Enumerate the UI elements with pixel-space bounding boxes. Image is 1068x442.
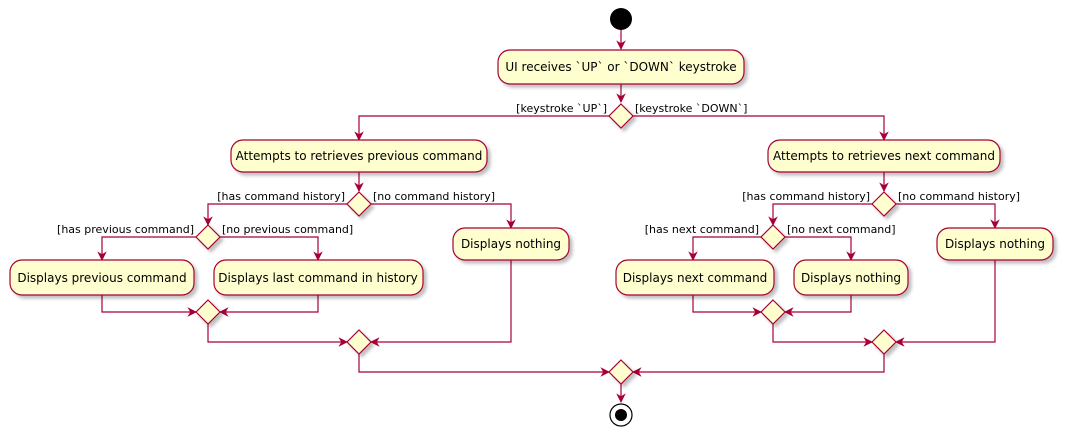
end-node <box>609 403 633 427</box>
edge-has-prev <box>97 236 196 261</box>
guard-up: [keystroke `UP`] <box>516 102 607 115</box>
activity-display-last-label: Displays last command in history <box>218 271 418 285</box>
edge-up-branch <box>354 115 609 141</box>
edge-inner-merge-outer <box>207 324 348 347</box>
activity-left-nothing-label: Displays nothing <box>461 237 561 251</box>
edge-right-nothing-merge <box>895 260 996 347</box>
guard-has-prev: [has previous command] <box>57 223 194 236</box>
diamonds <box>195 103 897 385</box>
edge-no-prev <box>220 236 323 261</box>
guard-down: [keystroke `DOWN`] <box>635 102 747 115</box>
guard-no-prev: [no previous command] <box>222 223 353 236</box>
activity-prev-attempt-label: Attempts to retrieves previous command <box>236 149 483 163</box>
guard-right-no-history: [no command history] <box>898 190 1020 203</box>
activity-receive: UI receives `UP` or `DOWN` keystroke <box>497 49 745 85</box>
decision-prev-command <box>195 224 221 250</box>
edge-right-no-history <box>896 203 1000 229</box>
merge-right-inner <box>760 299 786 325</box>
edge-right-nothing-inner-merge <box>784 295 852 317</box>
guard-right-has-history: [has command history] <box>742 190 870 203</box>
activity-prev-attempt: Attempts to retrieves previous command <box>230 139 488 173</box>
decision-right-history <box>871 191 897 217</box>
merge-final <box>608 359 634 385</box>
merge-right-outer <box>871 329 897 355</box>
guard-no-next: [no next command] <box>787 223 896 236</box>
edge-display-prev-merge <box>101 295 197 317</box>
guard-left-no-history: [no command history] <box>373 190 495 203</box>
merge-left-outer <box>346 329 372 355</box>
edge-no-next <box>785 236 856 261</box>
activity-next-attempt-label: Attempts to retrieves next command <box>773 149 995 163</box>
edge-right-inner-merge-outer <box>772 324 873 347</box>
activity-left-nothing: Displays nothing <box>452 227 570 261</box>
edge-left-has-history <box>203 203 347 226</box>
edge-right-has-history <box>768 203 872 226</box>
activity-right-nothing-inner-label: Displays nothing <box>801 271 901 285</box>
decision-left-history <box>346 191 372 217</box>
activity-display-next: Displays next command <box>615 259 775 296</box>
activity-right-nothing-outer: Displays nothing <box>936 227 1054 261</box>
edge-left-no-history <box>371 203 516 229</box>
edge-down-branch <box>633 115 889 141</box>
start-node <box>610 8 632 30</box>
activity-next-attempt: Attempts to retrieves next command <box>767 139 1001 173</box>
guard-has-next: [has next command] <box>645 223 759 236</box>
activity-right-nothing-inner: Displays nothing <box>793 259 909 296</box>
edge-left-final <box>358 354 610 377</box>
edges <box>97 30 1000 403</box>
edge-display-next-merge <box>692 295 762 317</box>
activity-display-prev-label: Displays previous command <box>17 271 186 285</box>
activity-right-nothing-outer-label: Displays nothing <box>945 237 1045 251</box>
edge-display-last-merge <box>219 295 319 317</box>
decision-next-command <box>760 224 786 250</box>
edge-right-final <box>632 354 885 377</box>
activity-receive-label: UI receives `UP` or `DOWN` keystroke <box>505 60 736 74</box>
edge-left-nothing-merge <box>370 260 512 347</box>
activity-display-last: Displays last command in history <box>213 259 424 296</box>
merge-left-inner <box>195 299 221 325</box>
activity-display-prev: Displays previous command <box>9 259 195 296</box>
edge-has-next <box>688 236 761 261</box>
decision-keystroke <box>608 103 634 129</box>
activity-display-next-label: Displays next command <box>623 271 768 285</box>
guard-left-has-history: [has command history] <box>217 190 345 203</box>
